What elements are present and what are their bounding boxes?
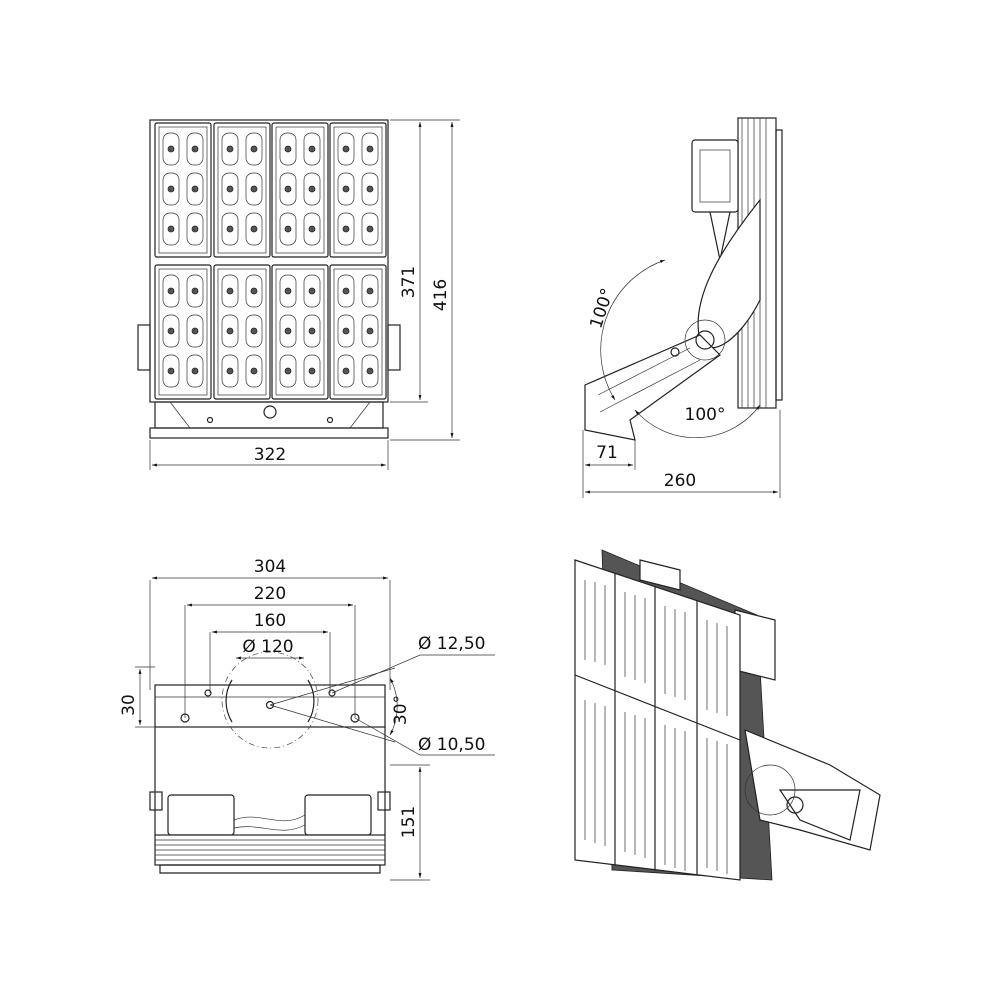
dim-hole-spacing-inner: 160 [254, 611, 286, 631]
dim-depth-total: 260 [664, 471, 696, 491]
dim-angle-up: 100° [586, 286, 618, 331]
dim-circle-diameter: Ø 120 [242, 637, 293, 657]
dim-hole-diameter-large: Ø 12,50 [418, 634, 485, 654]
dim-bracket-depth: 71 [596, 443, 618, 463]
dim-hole-spacing-outer: 220 [254, 584, 286, 604]
dim-slot-angle: 30° [391, 695, 411, 725]
front-dimensions: 371 416 322 [149, 119, 460, 470]
dim-depth: 151 [399, 806, 419, 838]
dim-bracket-height: 30 [119, 694, 139, 716]
bottom-view: 304 220 160 Ø 120 Ø 12,50 30° Ø 10,50 30… [119, 557, 495, 881]
dim-angle-down: 100° [685, 405, 726, 425]
isometric-view [574, 549, 881, 881]
dim-width: 322 [254, 445, 286, 465]
dim-height-total: 416 [431, 279, 451, 311]
dim-hole-diameter-small: Ø 10,50 [418, 735, 485, 755]
side-view: 100° 100° 71 260 [582, 117, 783, 498]
dim-width-total: 304 [254, 557, 286, 577]
front-view [137, 119, 401, 439]
dim-height-inner: 371 [399, 266, 419, 298]
